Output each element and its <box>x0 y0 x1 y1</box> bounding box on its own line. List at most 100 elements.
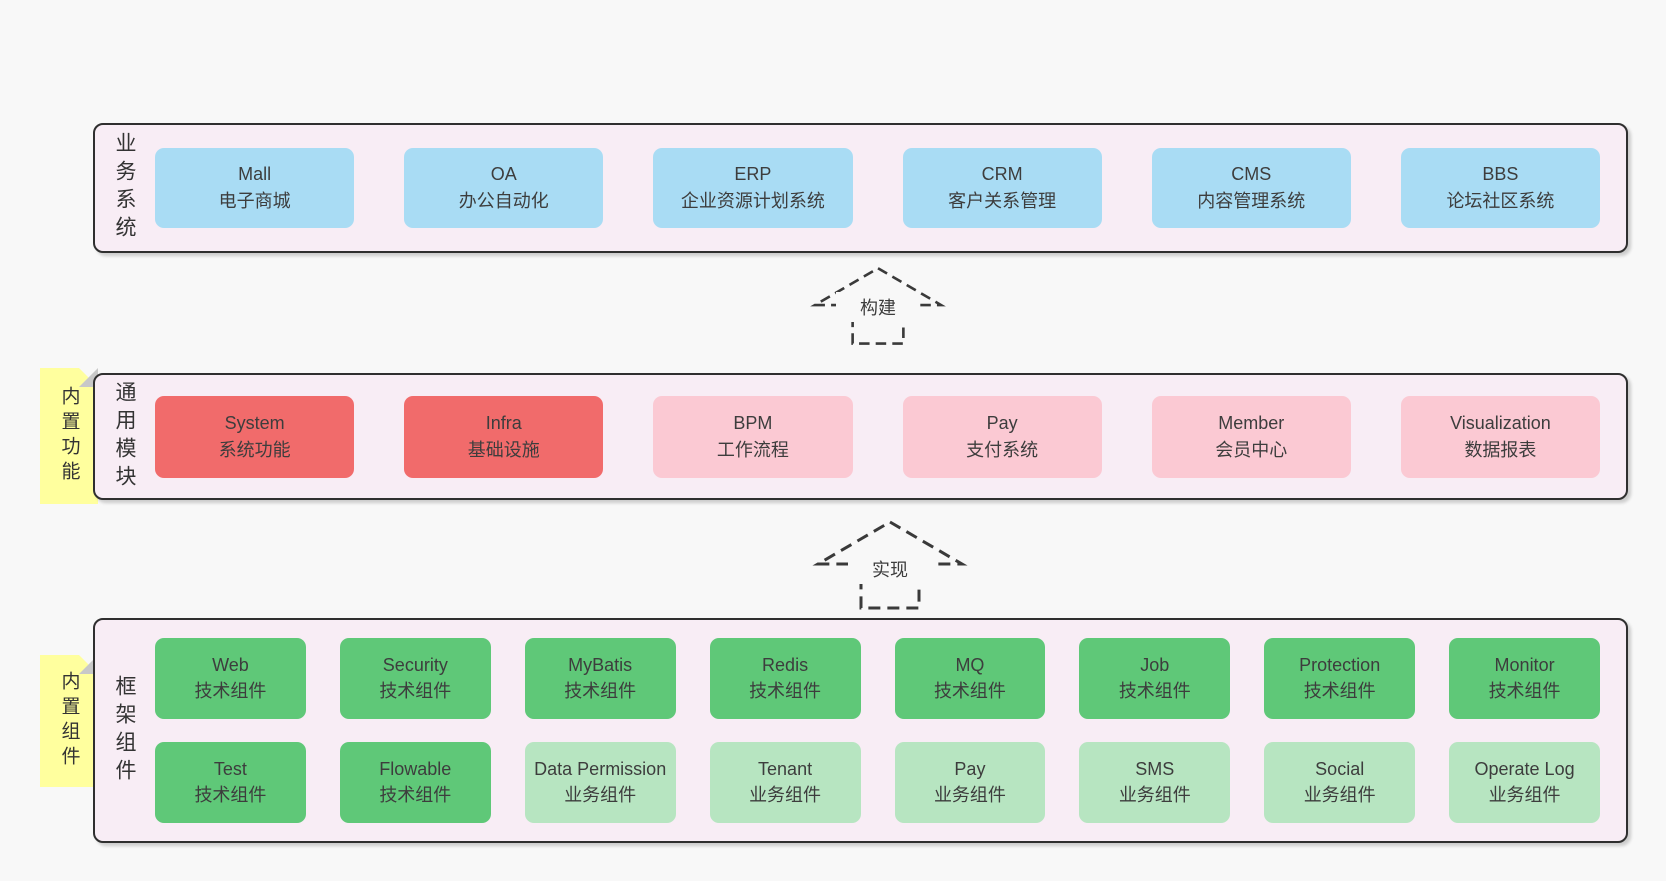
box-pay-component: Pay 业务组件 <box>894 742 1046 823</box>
box-name: Data Permission <box>534 759 667 780</box>
box-name: CMS <box>1231 164 1272 184</box>
builtin-components-note: 内置组件 <box>40 655 98 787</box>
box-desc: 技术组件 <box>1488 680 1561 701</box>
box-name: MyBatis <box>568 655 633 676</box>
box-name: Job <box>1140 655 1170 676</box>
box-social: Social 业务组件 <box>1264 742 1416 823</box>
box-desc: 基础设施 <box>467 439 540 460</box>
framework-components-row-1: Web 技术组件 Security 技术组件 MyBatis 技术组件 Redi… <box>155 638 1600 719</box>
box-name: BPM <box>733 412 773 433</box>
box-desc: 内容管理系统 <box>1197 191 1306 211</box>
common-modules-boxes: System 系统功能 Infra 基础设施 BPM 工作流程 Pay 支付系统… <box>153 375 1626 498</box>
box-desc: 技术组件 <box>933 680 1006 701</box>
box-desc: 业务组件 <box>749 784 822 805</box>
framework-components-label: 框架组件 <box>113 674 136 787</box>
box-flowable: Flowable 技术组件 <box>339 742 491 823</box>
box-tenant: Tenant 业务组件 <box>709 742 861 823</box>
box-name: MQ <box>955 655 985 676</box>
box-name: ERP <box>734 164 772 184</box>
framework-components-row-2: Test 技术组件 Flowable 技术组件 Data Permission … <box>155 742 1600 823</box>
box-bbs: BBS 论坛社区系统 <box>1400 148 1601 228</box>
box-desc: 会员中心 <box>1215 439 1288 460</box>
box-desc: 业务组件 <box>1303 784 1376 805</box>
box-name: Visualization <box>1450 412 1551 433</box>
box-desc: 办公自动化 <box>458 191 549 211</box>
box-pay-module: Pay 支付系统 <box>902 395 1102 478</box>
box-name: Social <box>1315 759 1365 780</box>
business-systems-label: 业务系统 <box>113 132 136 244</box>
box-desc: 系统功能 <box>218 439 291 460</box>
box-desc: 业务组件 <box>1118 784 1191 805</box>
box-security: Security 技术组件 <box>339 638 491 719</box>
box-infra: Infra 基础设施 <box>404 395 604 478</box>
box-desc: 技术组件 <box>379 784 452 805</box>
framework-components-section: 框架组件 Web 技术组件 Security 技术组件 MyBatis 技术组件… <box>93 618 1628 843</box>
box-name: OA <box>490 164 517 184</box>
box-monitor: Monitor 技术组件 <box>1449 638 1600 719</box>
box-name: Infra <box>485 412 522 433</box>
box-desc: 技术组件 <box>564 680 637 701</box>
box-name: SMS <box>1135 759 1175 780</box>
box-desc: 业务组件 <box>1488 784 1561 805</box>
box-desc: 业务组件 <box>933 784 1006 805</box>
box-name: Mall <box>238 164 272 184</box>
box-desc: 技术组件 <box>194 784 267 805</box>
builtin-components-note-text: 内置组件 <box>58 671 80 771</box>
box-desc: 企业资源计划系统 <box>680 191 825 211</box>
box-name: Pay <box>954 759 986 780</box>
box-cms: CMS 内容管理系统 <box>1151 148 1351 228</box>
box-oa: OA 办公自动化 <box>404 148 604 228</box>
box-visualization: Visualization 数据报表 <box>1400 395 1601 478</box>
box-member: Member 会员中心 <box>1151 395 1351 478</box>
box-name: Security <box>382 655 448 676</box>
box-data-permission: Data Permission 业务组件 <box>524 742 676 823</box>
box-mybatis: MyBatis 技术组件 <box>524 638 676 719</box>
box-mq: MQ 技术组件 <box>894 638 1046 719</box>
framework-components-boxes: Web 技术组件 Security 技术组件 MyBatis 技术组件 Redi… <box>153 620 1626 841</box>
box-desc: 技术组件 <box>749 680 822 701</box>
box-desc: 电子商城 <box>218 191 291 211</box>
box-crm: CRM 客户关系管理 <box>902 148 1102 228</box>
box-desc: 数据报表 <box>1464 439 1537 460</box>
box-bpm: BPM 工作流程 <box>653 395 853 478</box>
box-desc: 论坛社区系统 <box>1446 191 1555 211</box>
box-name: System <box>224 412 285 433</box>
box-job: Job 技术组件 <box>1079 638 1231 719</box>
box-desc: 技术组件 <box>379 680 452 701</box>
box-name: Redis <box>762 655 809 676</box>
box-web: Web 技术组件 <box>155 638 306 719</box>
box-erp: ERP 企业资源计划系统 <box>653 148 853 228</box>
builtin-functions-note-text: 内置功能 <box>58 386 80 486</box>
box-desc: 技术组件 <box>1118 680 1191 701</box>
box-test: Test 技术组件 <box>155 742 306 823</box>
box-name: CRM <box>981 164 1023 184</box>
box-operate-log: Operate Log 业务组件 <box>1449 742 1600 823</box>
box-name: Monitor <box>1494 655 1555 676</box>
builtin-functions-note: 内置功能 <box>40 368 98 504</box>
box-name: Protection <box>1299 655 1381 676</box>
common-modules-label: 通用模块 <box>113 380 136 493</box>
box-sms: SMS 业务组件 <box>1079 742 1231 823</box>
box-name: Operate Log <box>1474 759 1575 780</box>
box-mall: Mall 电子商城 <box>155 148 355 228</box>
box-redis: Redis 技术组件 <box>709 638 861 719</box>
box-desc: 技术组件 <box>194 680 267 701</box>
box-system: System 系统功能 <box>155 395 355 478</box>
build-arrow-label: 构建 <box>836 292 920 322</box>
box-name: Pay <box>986 412 1018 433</box>
box-desc: 客户关系管理 <box>948 191 1057 211</box>
common-modules-section: 通用模块 System 系统功能 Infra 基础设施 BPM 工作流程 Pay… <box>93 373 1628 500</box>
box-name: Test <box>213 759 247 780</box>
box-name: Member <box>1218 412 1285 433</box>
box-desc: 工作流程 <box>716 439 789 460</box>
business-systems-section: 业务系统 Mall 电子商城 OA 办公自动化 ERP 企业资源计划系统 CRM… <box>93 123 1628 253</box>
box-desc: 支付系统 <box>966 439 1039 460</box>
box-desc: 业务组件 <box>564 784 637 805</box>
box-name: BBS <box>1482 164 1519 184</box>
box-desc: 技术组件 <box>1303 680 1376 701</box>
box-protection: Protection 技术组件 <box>1264 638 1416 719</box>
box-name: Tenant <box>758 759 813 780</box>
box-name: Flowable <box>379 759 452 780</box>
implement-arrow-label: 实现 <box>848 554 932 584</box>
box-name: Web <box>212 655 249 676</box>
